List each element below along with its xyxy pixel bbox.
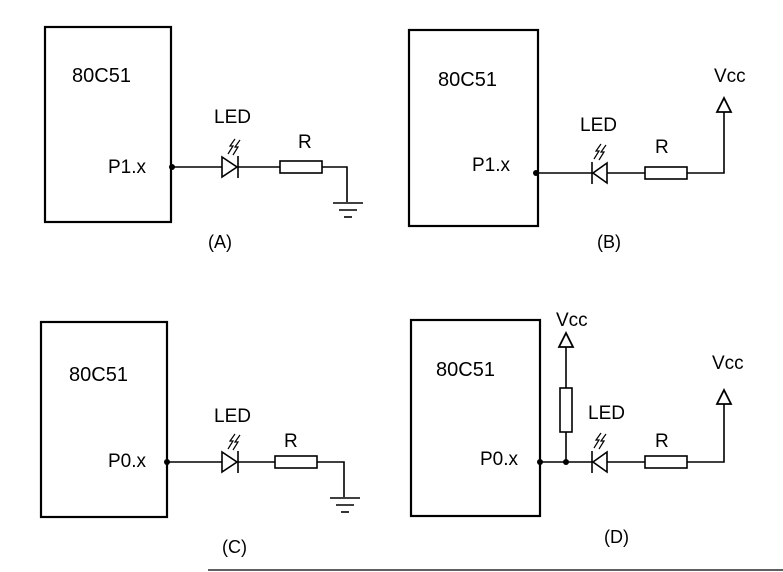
resistor-label-c: R [284, 431, 298, 452]
caption-b: (B) [597, 232, 621, 252]
led-symbol-c [221, 433, 241, 474]
led-symbol-b [591, 143, 608, 185]
wire-resistor-to-ground-c [317, 461, 345, 497]
led-symbol-d [591, 432, 608, 474]
led-symbol-a [221, 138, 241, 179]
vcc-label-b: Vcc [714, 66, 746, 87]
wire-resistor-to-vcc-d [687, 404, 725, 463]
circuit-a: 80C51 P1.x LED R (A) [43, 25, 363, 252]
ground-icon-a [333, 202, 363, 218]
circuit-c: 80C51 P0.x LED R (C) [39, 320, 360, 557]
chip-label-b: 80C51 [438, 69, 497, 91]
vcc-arrow-icon-d [715, 387, 733, 405]
circuit-d: 80C51 P0.x Vcc LED R Vcc (D) [409, 310, 744, 547]
wire-resistor-to-ground-a [322, 166, 348, 202]
resistor-label-b: R [655, 137, 669, 158]
mcu-chip-b [407, 28, 540, 228]
mcu-chip-a [43, 25, 173, 224]
resistor-c [274, 455, 318, 469]
vcc-arrow-icon-b [715, 95, 733, 113]
mcu-chip-d [409, 318, 542, 518]
mcu-chip-c [39, 320, 169, 519]
caption-d: (D) [604, 527, 629, 547]
resistor-label-a: R [298, 132, 312, 153]
led-label-c: LED [214, 406, 251, 427]
resistor-a [279, 160, 323, 174]
vcc-label-d: Vcc [712, 353, 744, 374]
resistor-d [644, 455, 688, 469]
circuit-b: 80C51 P1.x LED R Vcc (B) [407, 28, 746, 252]
pullup-vcc-arrow-icon-d [557, 330, 575, 348]
resistor-label-d: R [655, 431, 669, 452]
pin-label-d: P0.x [480, 449, 519, 470]
caption-a: (A) [208, 232, 232, 252]
caption-c: (C) [222, 537, 247, 557]
chip-label-c: 80C51 [69, 364, 128, 386]
pullup-vcc-label-d: Vcc [556, 310, 588, 331]
led-label-d: LED [588, 403, 625, 424]
pin-label-c: P0.x [108, 451, 147, 472]
chip-label-d: 80C51 [436, 359, 495, 381]
resistor-b [644, 166, 688, 180]
pin-label-b: P1.x [472, 155, 511, 176]
ground-icon-c [330, 497, 360, 513]
led-label-a: LED [214, 107, 251, 128]
pullup-resistor-d [559, 387, 573, 433]
chip-label-a: 80C51 [72, 65, 131, 87]
wire-resistor-to-vcc-b [687, 112, 725, 174]
led-label-b: LED [580, 115, 617, 136]
pin-label-a: P1.x [108, 157, 147, 178]
